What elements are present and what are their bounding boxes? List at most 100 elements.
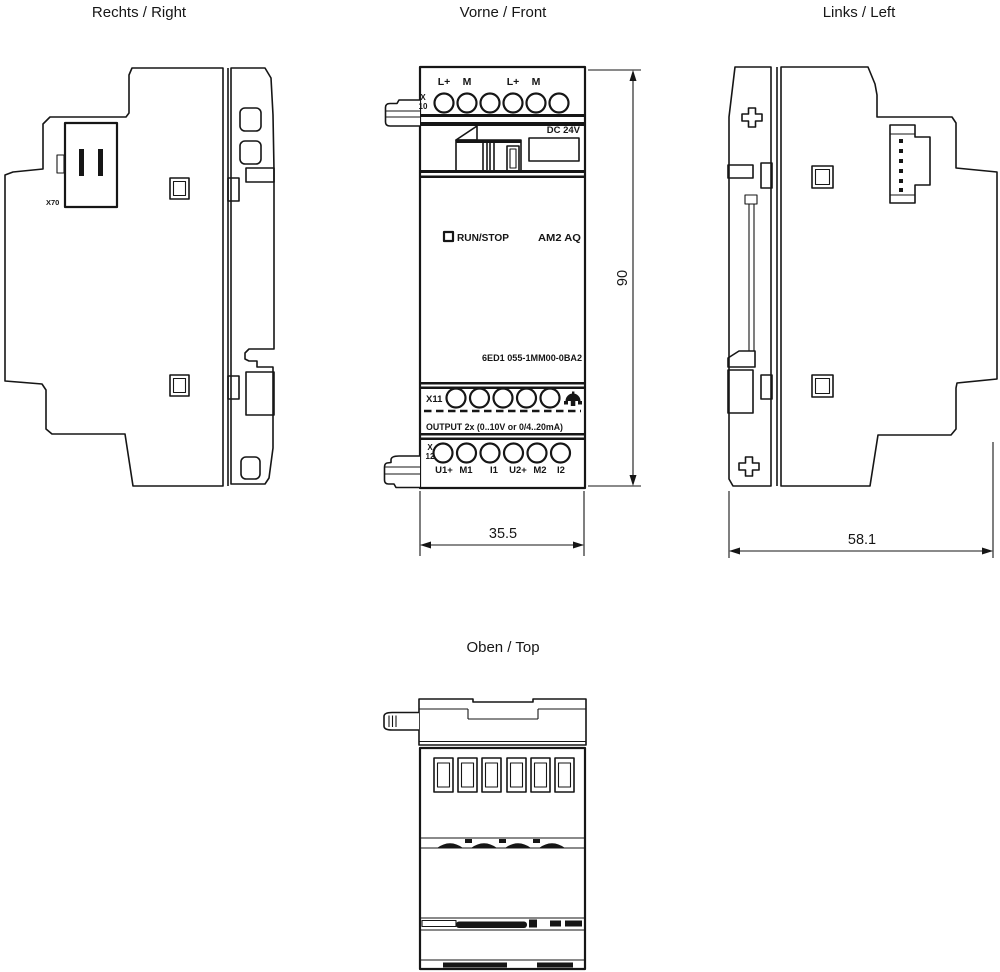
x10-connector-label: 10 [419,102,428,111]
dimension-depth-value: 58.1 [848,532,876,548]
terminal-screw [549,442,572,464]
x11-connector-label: X11 [426,394,443,405]
top-view-upper-outline [418,698,587,746]
left-view-din-details [727,107,773,477]
right-view-body-outline [4,67,224,487]
part-number: 6ED1 055-1MM00-0BA2 [482,353,582,364]
din-slider-top-view [456,921,527,928]
left-view-body-outline [780,66,998,487]
power-label-frame [528,137,580,162]
screw-cross-icon [741,107,763,128]
dimension-width-value: 35.5 [489,526,517,542]
top-view-main-outline [418,746,587,971]
expansion-bus-connector [889,124,931,204]
top-view-bottom-edge [420,959,585,968]
screw-cross-icon [738,456,760,477]
dimension-width: 35.5 [419,491,585,556]
terminal-screw [468,387,491,409]
terminal-screw [502,92,524,114]
terminal-screw [525,92,547,114]
socket-slit [98,149,103,176]
connector-pin [899,139,903,143]
din-slider-hook-bottom [727,350,756,368]
run-stop-led [442,230,455,243]
dimension-height-value: 90 [615,270,631,286]
left-side-view [727,66,998,487]
terminal-screw [539,387,561,409]
x11-output-band: X11 OUTPUT 2x (0..10V or 0/4..20mA) [424,387,582,433]
right-side-view: X70 [4,67,275,487]
terminal-screw [455,442,478,464]
terminal-screw [502,442,525,464]
din-slider-hook-top [744,194,758,205]
left-view-din-bracket-outline [728,66,772,487]
top-view-terminals [433,757,575,793]
connector-pin [899,149,903,153]
terminal-label: U1+ [435,465,453,476]
slide-switch-top [456,140,521,143]
groove-line [420,122,585,126]
top-view-upper-details [419,708,586,743]
slide-switch [455,139,522,172]
title-top-view: Oben / Top [466,639,539,656]
groove-line [420,433,585,436]
terminal-label: L+ [438,76,451,88]
terminal-screw [432,442,454,464]
title-right-view: Rechts / Right [92,4,187,21]
terminal-screw [492,387,514,409]
dimension-height: 90 [588,69,641,487]
terminal-screw [526,442,548,464]
terminal-label: I1 [490,465,499,476]
terminal-screw [479,92,501,114]
connector-pin [899,188,903,192]
terminal-label: M [532,76,541,88]
terminal-label: M [463,76,472,88]
slide-slot-inner [509,148,517,169]
terminal-label: I2 [557,465,565,476]
connector-pin [899,179,903,183]
terminal-screw [479,442,501,464]
power-label: DC 24V [547,125,581,136]
front-body [418,65,587,490]
terminal-screw [445,387,467,409]
front-view: L+ M L+ M X 10 DC 24V [383,65,587,490]
groove-line [420,114,585,117]
connector-pin [899,159,903,163]
view-titles: Rechts / Right Vorne / Front Links / Lef… [92,4,896,656]
terminal-label: U2+ [509,465,527,476]
slide-slot [506,145,520,172]
dimension-depth: 58.1 [728,442,994,558]
top-view-slider-band [420,917,585,931]
side-socket [63,121,119,209]
terminal-label: L+ [507,76,520,88]
groove-line [420,382,585,385]
connector-pin [899,169,903,173]
x12-connector-label: X [427,443,433,452]
expansion-bus-plug-top-view [383,711,419,731]
socket-slit [79,149,84,176]
terminal-screw [548,92,570,114]
left-view-latch-windows [811,165,834,398]
terminal-screw [456,92,478,114]
terminal-label: M1 [459,465,473,476]
title-front-view: Vorne / Front [460,4,548,21]
expansion-bus-plug-bottom [383,455,420,489]
title-left-view: Links / Left [823,4,896,21]
front-face: RUN/STOP AM2 AQ 6ED1 055-1MM00-0BA2 [442,230,582,364]
right-view-latch-windows [169,177,190,397]
right-view-din-bracket-outline [230,67,275,485]
output-rating-label: OUTPUT 2x (0..10V or 0/4..20mA) [426,422,563,433]
x12-connector-label: 12 [426,452,435,461]
terminal-label: M2 [533,465,546,476]
x10-connector-label: X [420,93,426,102]
terminal-screw [515,387,538,409]
functional-earth-icon [564,391,582,406]
terminal-screw [433,92,455,114]
power-band: DC 24V [455,125,581,172]
module-name: AM2 AQ [538,232,581,244]
slide-flap [455,125,478,141]
run-stop-label: RUN/STOP [457,232,509,244]
side-connector-label: X70 [46,198,59,207]
